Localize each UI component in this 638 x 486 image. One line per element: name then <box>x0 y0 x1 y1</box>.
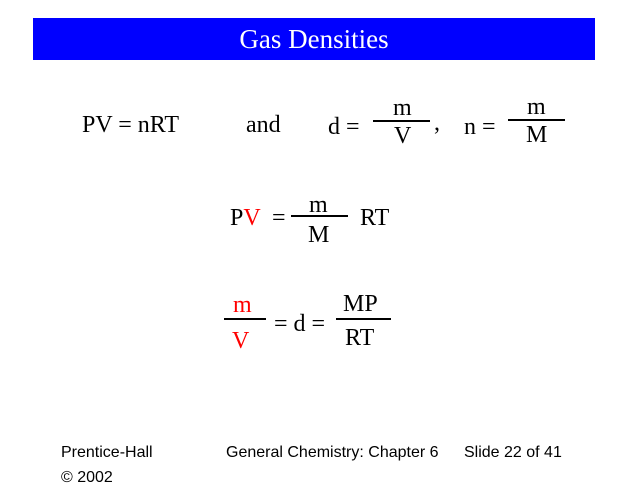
pv-equals: = <box>272 205 286 231</box>
pv-equation: PV <box>230 206 261 230</box>
equals-d-equals: = d = <box>274 311 326 337</box>
title-bar: Gas Densities <box>33 18 595 60</box>
density-formula-numerator: MP <box>343 291 378 317</box>
mass-volume-fraction-bar <box>224 318 266 320</box>
mass-numerator-highlight: m <box>233 292 252 318</box>
footer-copyright: © 2002 <box>61 469 113 486</box>
density-formula-denominator: RT <box>345 325 375 351</box>
comma: , <box>434 110 440 136</box>
pv-fraction-bar <box>291 215 348 217</box>
footer-slide-number: Slide 22 of 41 <box>464 444 562 461</box>
moles-numerator: m <box>527 94 546 120</box>
moles-equals: n = <box>464 114 496 140</box>
pressure-symbol: P <box>230 205 244 231</box>
volume-symbol-highlight: V <box>243 205 261 231</box>
volume-denominator-highlight: V <box>232 328 250 354</box>
density-denominator: V <box>394 123 412 149</box>
density-formula-fraction-bar <box>336 318 391 320</box>
footer-course: General Chemistry: Chapter 6 <box>226 444 439 461</box>
slide-title: Gas Densities <box>239 24 389 54</box>
pv-denominator: M <box>308 222 330 248</box>
rt-term: RT <box>360 205 390 231</box>
density-fraction-bar <box>373 120 430 122</box>
moles-fraction-bar <box>508 119 565 121</box>
and-text: and <box>246 112 281 138</box>
density-equals: d = <box>328 114 360 140</box>
ideal-gas-law: PV = nRT <box>82 112 180 138</box>
footer-publisher: Prentice-Hall <box>61 444 153 461</box>
density-numerator: m <box>393 95 412 121</box>
pv-numerator: m <box>309 192 328 218</box>
moles-denominator: M <box>526 122 548 148</box>
